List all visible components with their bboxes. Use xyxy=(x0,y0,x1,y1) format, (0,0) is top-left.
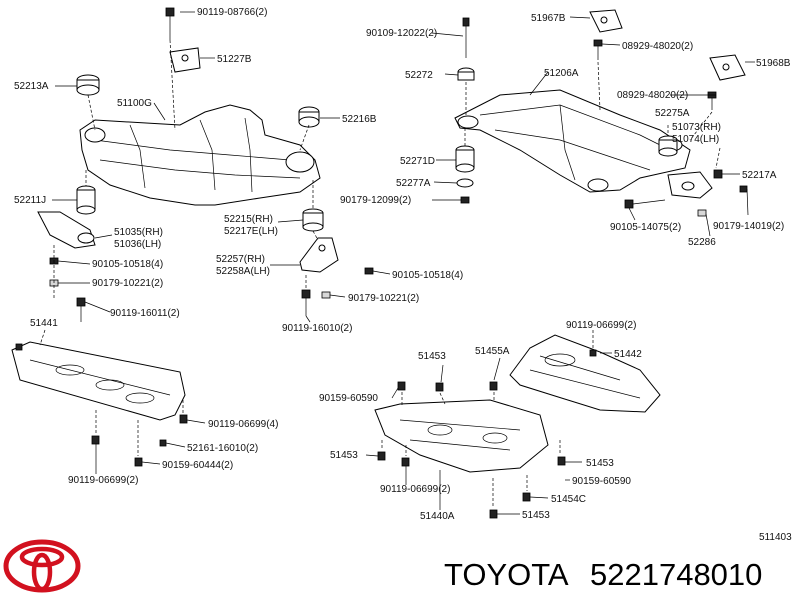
label-90179-14019: 90179-14019(2) xyxy=(713,221,784,232)
mount-51035 xyxy=(37,211,96,249)
callout-labels: 90119-08766(2) 51227B 52213A 51100G 5221… xyxy=(14,7,792,543)
label-51442: 51442 xyxy=(614,349,642,360)
label-52217a: 52217A xyxy=(742,170,777,181)
label-52277a: 52277A xyxy=(396,178,431,189)
bushing-52271d xyxy=(455,145,475,173)
label-90179-10221-b: 90179-10221(2) xyxy=(348,293,419,304)
label-51440a: 51440A xyxy=(420,511,455,522)
label-51453-a: 51453 xyxy=(418,351,446,362)
label-52216b: 52216B xyxy=(342,114,377,125)
bolt-90119-08766 xyxy=(165,7,175,40)
label-90179-12099: 90179-12099(2) xyxy=(340,195,411,206)
label-90119-06699-2c: 90119-06699(2) xyxy=(380,484,450,495)
bushing-52211j xyxy=(76,185,96,215)
bushing-52275a xyxy=(658,135,678,157)
label-51035: 51035(RH) xyxy=(114,227,163,238)
label-90179-10221-a: 90179-10221(2) xyxy=(92,278,163,289)
under-cover-51442 xyxy=(509,330,661,413)
bolt-08929-a xyxy=(593,39,603,60)
label-51100g: 51100G xyxy=(117,98,152,109)
label-52258a: 52258A(LH) xyxy=(216,266,270,277)
label-90159-60590-a: 90159-60590 xyxy=(319,393,378,404)
label-51206a: 51206A xyxy=(544,68,579,79)
label-90119-16011: 90119-16011(2) xyxy=(110,308,180,319)
label-51074: 51074(LH) xyxy=(672,134,719,145)
label-52213a: 52213A xyxy=(14,81,49,92)
mount-52257 xyxy=(299,237,339,273)
label-52257: 52257(RH) xyxy=(216,254,265,265)
label-52161: 52161-16010(2) xyxy=(187,443,258,454)
label-51453-c: 51453 xyxy=(586,458,614,469)
front-subframe-51100g xyxy=(79,104,321,206)
bushing-52213a xyxy=(76,74,100,96)
bracket-51967b xyxy=(589,9,623,33)
brand-name: TOYOTA xyxy=(444,557,569,592)
label-90159-60444: 90159-60444(2) xyxy=(162,460,233,471)
front-leaders xyxy=(52,11,391,323)
label-52271d: 52271D xyxy=(400,156,435,167)
diagram-ref-code: 511403 xyxy=(759,532,792,543)
label-51227b: 51227B xyxy=(217,54,252,65)
label-52211j: 52211J xyxy=(14,195,46,206)
under-cover-51440a xyxy=(365,357,582,519)
stud-90109-12022 xyxy=(462,17,470,58)
label-52217e: 52217E(LH) xyxy=(224,226,278,237)
label-90105-10518-b: 90105-10518(4) xyxy=(392,270,463,281)
bushing-52272 xyxy=(457,67,475,81)
label-52275a: 52275A xyxy=(655,108,690,119)
label-51968b: 51968B xyxy=(756,58,791,69)
label-90119-06699-4: 90119-06699(4) xyxy=(208,419,278,430)
label-90105-10518-a: 90105-10518(4) xyxy=(92,259,163,270)
bushing-52216b xyxy=(298,106,320,128)
label-52286: 52286 xyxy=(688,237,716,248)
label-51967b: 51967B xyxy=(531,13,566,24)
mount-51073 xyxy=(667,171,713,199)
label-52272: 52272 xyxy=(405,70,433,81)
label-51036: 51036(LH) xyxy=(114,239,161,250)
rear-leaders xyxy=(431,16,755,237)
bracket-51227b xyxy=(169,47,201,73)
label-08929-a: 08929-48020(2) xyxy=(622,41,693,52)
label-51441: 51441 xyxy=(30,318,58,329)
bushing-52215 xyxy=(302,208,324,232)
bracket-51968b xyxy=(709,54,746,81)
label-51073: 51073(RH) xyxy=(672,122,721,133)
label-08929-b: 08929-48020(2) xyxy=(617,90,688,101)
rear-subframe-51206a xyxy=(454,89,691,193)
part-number: 5221748010 xyxy=(590,557,762,592)
toyota-emblem-icon xyxy=(3,539,81,593)
label-90159-60590-b: 90159-60590 xyxy=(572,476,631,487)
label-51454c: 51454C xyxy=(551,494,586,505)
label-90119-06699-2a: 90119-06699(2) xyxy=(68,475,138,486)
nut-90179-12099 xyxy=(460,196,470,204)
label-90119-06699-2b: 90119-06699(2) xyxy=(566,320,636,331)
label-90105-14075: 90105-14075(2) xyxy=(610,222,681,233)
label-90109-12022: 90109-12022(2) xyxy=(366,28,437,39)
label-51453-b: 51453 xyxy=(330,450,358,461)
label-51455a: 51455A xyxy=(475,346,510,357)
under-cover-51441 xyxy=(11,329,206,474)
label-90119-08766: 90119-08766(2) xyxy=(197,7,267,18)
label-52215: 52215(RH) xyxy=(224,214,273,225)
washer-52277a xyxy=(456,178,474,188)
label-90119-16010: 90119-16010(2) xyxy=(282,323,352,334)
label-51453-d: 51453 xyxy=(522,510,550,521)
